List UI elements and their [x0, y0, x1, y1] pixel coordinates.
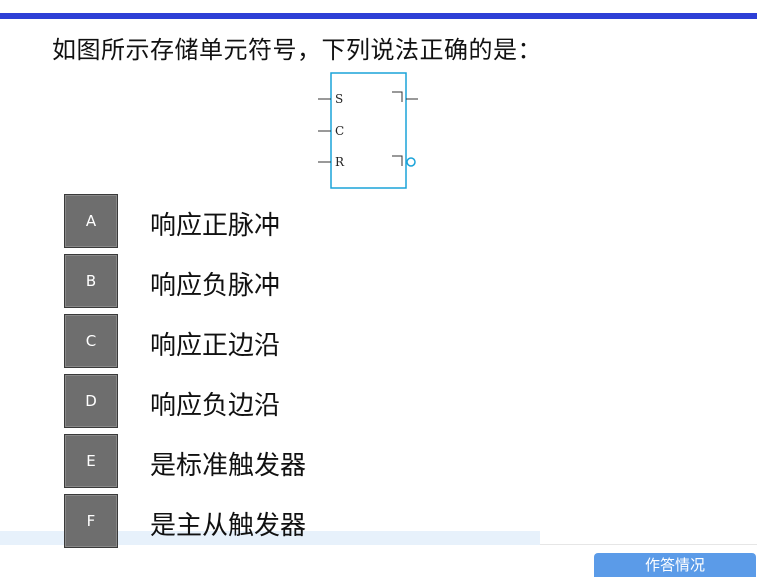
pin-s-label: S [335, 92, 343, 106]
option-e-letter[interactable]: E [64, 434, 118, 488]
option-a-letter[interactable]: A [64, 194, 118, 248]
option-b[interactable]: B 响应负脉冲 [64, 254, 364, 310]
option-b-text: 响应负脉冲 [150, 271, 281, 301]
storage-unit-symbol: S C R [318, 72, 418, 189]
option-d-text: 响应负边沿 [150, 391, 281, 421]
answer-status-button[interactable]: 作答情况 [594, 553, 756, 577]
option-c-text: 响应正边沿 [150, 331, 281, 361]
option-b-letter[interactable]: B [64, 254, 118, 308]
option-c-letter[interactable]: C [64, 314, 118, 368]
option-e-text: 是标准触发器 [150, 451, 307, 481]
output-qn-marker [392, 155, 403, 166]
bottom-toolbar-strip [0, 531, 540, 545]
bottom-divider [540, 544, 757, 545]
pin-r-label: R [335, 155, 345, 169]
output-qn-bubble [406, 157, 416, 167]
top-accent-bar [0, 13, 757, 19]
option-e[interactable]: E 是标准触发器 [64, 434, 364, 490]
option-f-letter[interactable]: F [64, 494, 118, 548]
output-q-marker [392, 91, 403, 102]
pin-c-label: C [335, 124, 344, 138]
option-a[interactable]: A 响应正脉冲 [64, 194, 364, 250]
option-d-letter[interactable]: D [64, 374, 118, 428]
option-d[interactable]: D 响应负边沿 [64, 374, 364, 430]
option-a-text: 响应正脉冲 [150, 211, 281, 241]
question-text: 如图所示存储单元符号，下列说法正确的是： [52, 36, 542, 64]
option-c[interactable]: C 响应正边沿 [64, 314, 364, 370]
option-f[interactable]: F 是主从触发器 [64, 494, 364, 550]
option-f-text: 是主从触发器 [150, 511, 307, 541]
